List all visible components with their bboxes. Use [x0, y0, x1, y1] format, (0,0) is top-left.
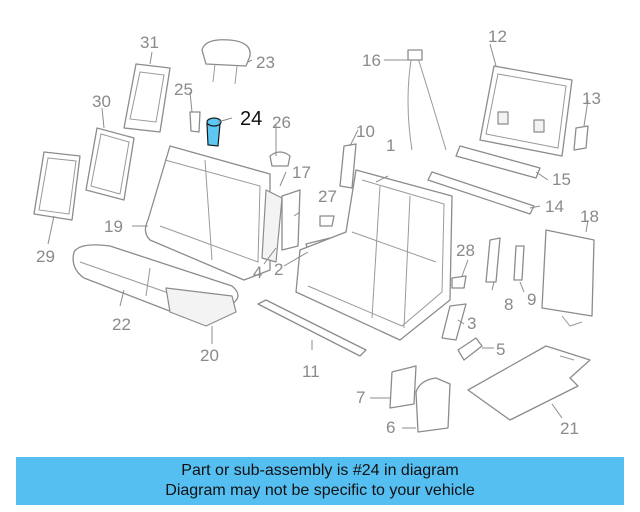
- callout-8: 8: [504, 295, 513, 314]
- callout-11: 11: [302, 362, 320, 381]
- callout-22: 22: [112, 315, 131, 334]
- part-5-trim: [457, 337, 483, 361]
- callout-29: 29: [36, 247, 55, 266]
- part-26-bracket: [269, 151, 291, 167]
- callout-21: 21: [560, 419, 579, 438]
- callout-24-highlighted: 24: [240, 108, 262, 130]
- part-8-strip: [485, 237, 501, 283]
- callout-4: 4: [253, 263, 262, 282]
- callout-31: 31: [140, 33, 159, 52]
- callout-16: 16: [362, 51, 381, 70]
- callout-5: 5: [496, 340, 505, 359]
- part-6-cover: [415, 377, 451, 433]
- leader-lines: [47, 43, 589, 429]
- info-banner: Part or sub-assembly is #24 in diagram D…: [16, 457, 624, 505]
- part-12-back-panel: [479, 65, 573, 157]
- banner-line-2: Diagram may not be specific to your vehi…: [165, 482, 475, 499]
- part-14-rail: [427, 171, 535, 215]
- part-11-rail: [257, 299, 367, 357]
- callout-13: 13: [582, 89, 601, 108]
- part-28-clip: [451, 275, 467, 289]
- callout-2: 2: [274, 260, 283, 279]
- part-17-trim: [261, 189, 283, 263]
- parts-diagram: 1 2 3 4 5 6 7 8 9 10 11 12 13 14 15 16 1…: [33, 27, 601, 438]
- part-13-clip: [573, 125, 589, 151]
- callout-23: 23: [256, 53, 275, 72]
- part-10-bracket: [339, 143, 357, 189]
- callout-18: 18: [580, 207, 599, 226]
- callout-14: 14: [545, 197, 564, 216]
- callout-labels: 1 2 3 4 5 6 7 8 9 10 11 12 13 14 15 16 1…: [36, 27, 601, 438]
- part-4-bracket: [281, 189, 301, 251]
- part-25-clip: [189, 111, 201, 133]
- part-3-bracket: [441, 303, 467, 341]
- callout-19: 19: [104, 217, 123, 236]
- part-24-highlighted[interactable]: [206, 117, 222, 147]
- part-27-clip: [319, 215, 335, 227]
- part-19-seatback: [144, 145, 271, 281]
- part-29-panel: [33, 151, 81, 221]
- part-21-mat: [467, 345, 591, 421]
- callout-12: 12: [488, 27, 507, 46]
- callout-1: 1: [386, 136, 395, 155]
- callout-3: 3: [467, 314, 476, 333]
- part-9-strip: [513, 245, 525, 281]
- callout-26: 26: [272, 113, 291, 132]
- callout-7: 7: [356, 388, 365, 407]
- banner-line-1: Part or sub-assembly is #24 in diagram: [181, 462, 459, 479]
- callout-6: 6: [386, 418, 395, 437]
- callout-25: 25: [174, 80, 193, 99]
- callout-28: 28: [456, 241, 475, 260]
- callout-20: 20: [200, 346, 219, 365]
- callout-9: 9: [527, 290, 536, 309]
- part-31-frame: [123, 63, 171, 133]
- part-1-seat-frame: [295, 169, 453, 341]
- part-30-frame: [85, 127, 135, 201]
- part-23-headrest: [201, 39, 251, 85]
- callout-30: 30: [92, 92, 111, 111]
- part-18-panel: [541, 229, 595, 327]
- callout-17: 17: [292, 163, 311, 182]
- part-7-plate: [389, 365, 417, 409]
- callout-27: 27: [318, 187, 337, 206]
- callout-10: 10: [356, 122, 375, 141]
- part-16-cable: [407, 49, 447, 151]
- part-20-cushion-cover: [165, 287, 237, 327]
- callout-15: 15: [552, 170, 571, 189]
- part-15-rail: [455, 145, 541, 179]
